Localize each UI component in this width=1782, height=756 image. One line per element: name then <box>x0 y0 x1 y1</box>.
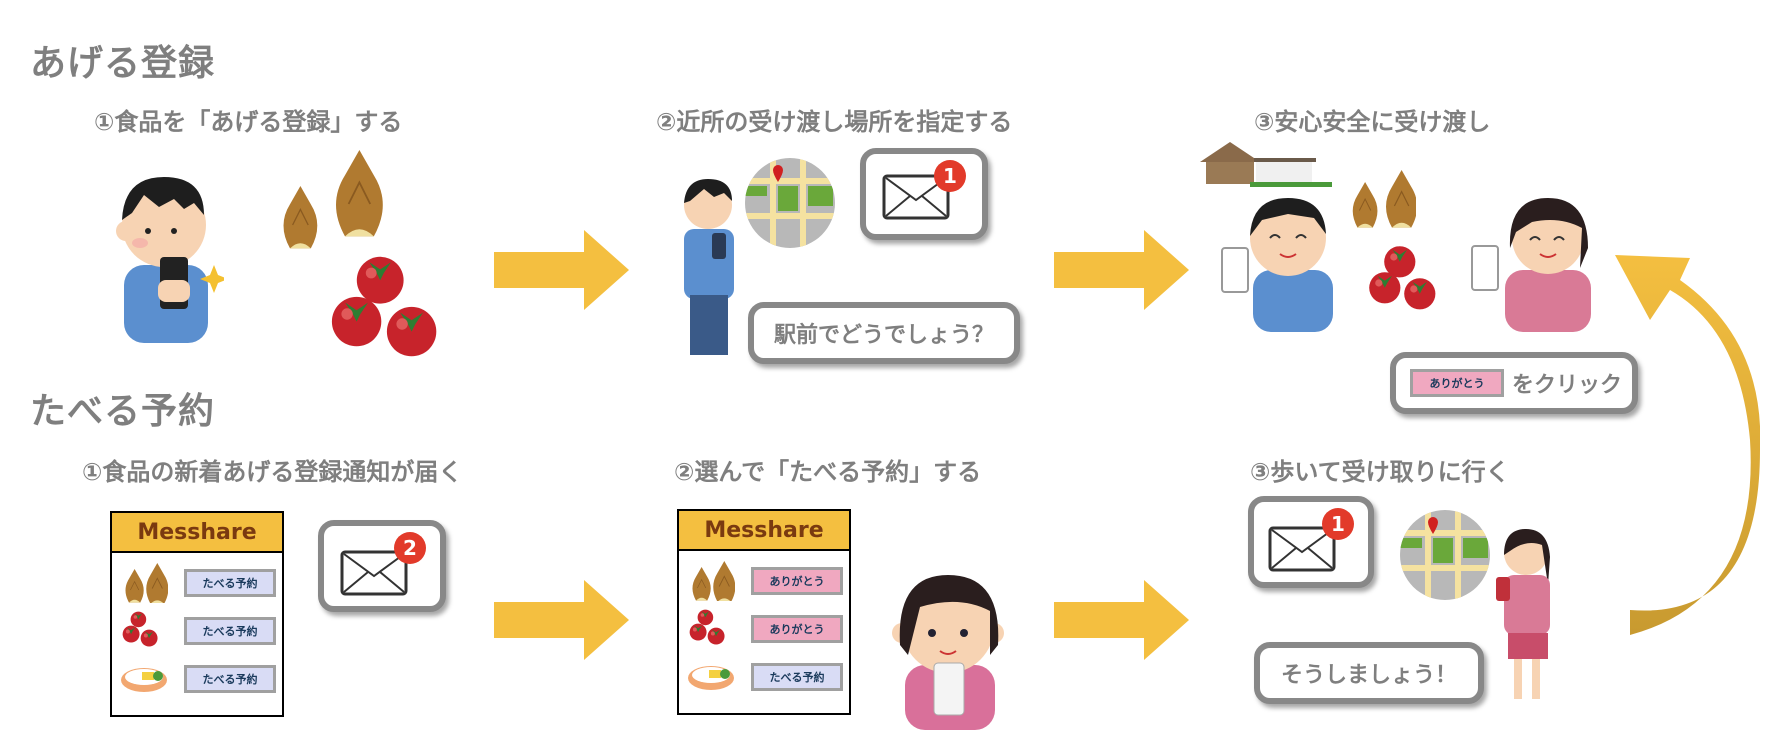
step-title-eat-3: ③歩いて受け取りに行く <box>1250 458 1510 486</box>
map-bubble-icon <box>740 153 840 253</box>
tomatoes-illustration <box>331 256 437 357</box>
tomato-icon <box>689 609 725 645</box>
boy-holding-phone-illustration <box>1221 198 1333 332</box>
app-list-item: ありがとう <box>687 561 847 601</box>
speech-text: 駅前でどうでしょう？ <box>773 323 994 348</box>
section-title-eat: たべる予約 <box>30 391 216 432</box>
step-title-eat-1: ①食品の新着あげる登録通知が届く <box>82 458 463 486</box>
bamboo-shoot-icon <box>692 561 735 601</box>
step-title-give-3: ③安心安全に受け渡し <box>1254 108 1491 136</box>
speech-bubble-give-3: ありがとう をクリック <box>1390 352 1638 414</box>
thanks-button-sample: ありがとう <box>1410 369 1504 397</box>
mail-notification-bubble: 1 <box>860 148 988 240</box>
step-title-eat-2: ②選んで「たべる予約」する <box>674 458 982 486</box>
notification-badge: 2 <box>394 532 426 564</box>
bamboo-shoots-illustration <box>1352 169 1416 229</box>
app-brand: Messhare <box>679 511 849 551</box>
speech-text: そうしましょう！ <box>1280 663 1457 688</box>
mail-notification-bubble: 2 <box>318 520 446 612</box>
arrow-right-icon <box>1054 580 1189 660</box>
app-list-item: たべる予約 <box>120 563 280 603</box>
station-building-illustration <box>1200 142 1332 187</box>
speech-text: をクリック <box>1512 373 1623 398</box>
app-brand: Messhare <box>112 513 282 553</box>
section-title-give: あげる登録 <box>30 43 216 84</box>
bento-icon <box>121 668 167 692</box>
reserve-button[interactable]: たべる予約 <box>184 569 276 597</box>
reserve-button[interactable]: たべる予約 <box>184 665 276 693</box>
bamboo-shoot-icon <box>125 563 168 603</box>
tomato-icon <box>122 611 158 647</box>
curved-return-arrow-icon <box>1615 255 1760 635</box>
reserve-button[interactable]: たべる予約 <box>751 663 843 691</box>
bamboo-shoots-illustration <box>282 149 384 250</box>
boy-with-phone-illustration <box>116 177 224 343</box>
woman-walking-illustration <box>1496 529 1550 699</box>
app-list-item: たべる予約 <box>120 663 280 695</box>
woman-holding-phone-illustration <box>1471 198 1591 332</box>
notification-badge: 1 <box>934 160 966 192</box>
notification-badge: 1 <box>1322 508 1354 540</box>
arrow-right-icon <box>1054 230 1189 310</box>
app-list-item: たべる予約 <box>687 661 847 693</box>
thanks-button[interactable]: ありがとう <box>751 567 843 595</box>
reserve-button[interactable]: たべる予約 <box>184 617 276 645</box>
app-list-item: ありがとう <box>687 609 847 645</box>
bento-icon <box>688 666 734 690</box>
app-list-item: たべる予約 <box>120 611 280 647</box>
arrow-right-icon <box>494 230 629 310</box>
mail-notification-bubble: 1 <box>1248 496 1374 588</box>
speech-bubble-give-2: 駅前でどうでしょう？ <box>748 302 1020 364</box>
speech-bubble-eat-3: そうしましょう！ <box>1254 642 1484 704</box>
step-title-give-1: ①食品を「あげる登録」する <box>94 108 403 136</box>
messhare-app-screen-notify: Messhare たべる予約 たべる予約 たべる予約 <box>110 511 284 717</box>
step-title-give-2: ②近所の受け渡し場所を指定する <box>656 108 1013 136</box>
tomatoes-illustration <box>1369 246 1436 310</box>
thanks-button[interactable]: ありがとう <box>751 615 843 643</box>
messhare-app-screen-reserve: Messhare ありがとう ありがとう たべる予約 <box>677 509 851 715</box>
map-bubble-icon <box>1395 505 1495 605</box>
man-standing-illustration <box>684 179 734 355</box>
arrow-right-icon <box>494 580 629 660</box>
woman-using-phone-illustration <box>892 575 1004 730</box>
